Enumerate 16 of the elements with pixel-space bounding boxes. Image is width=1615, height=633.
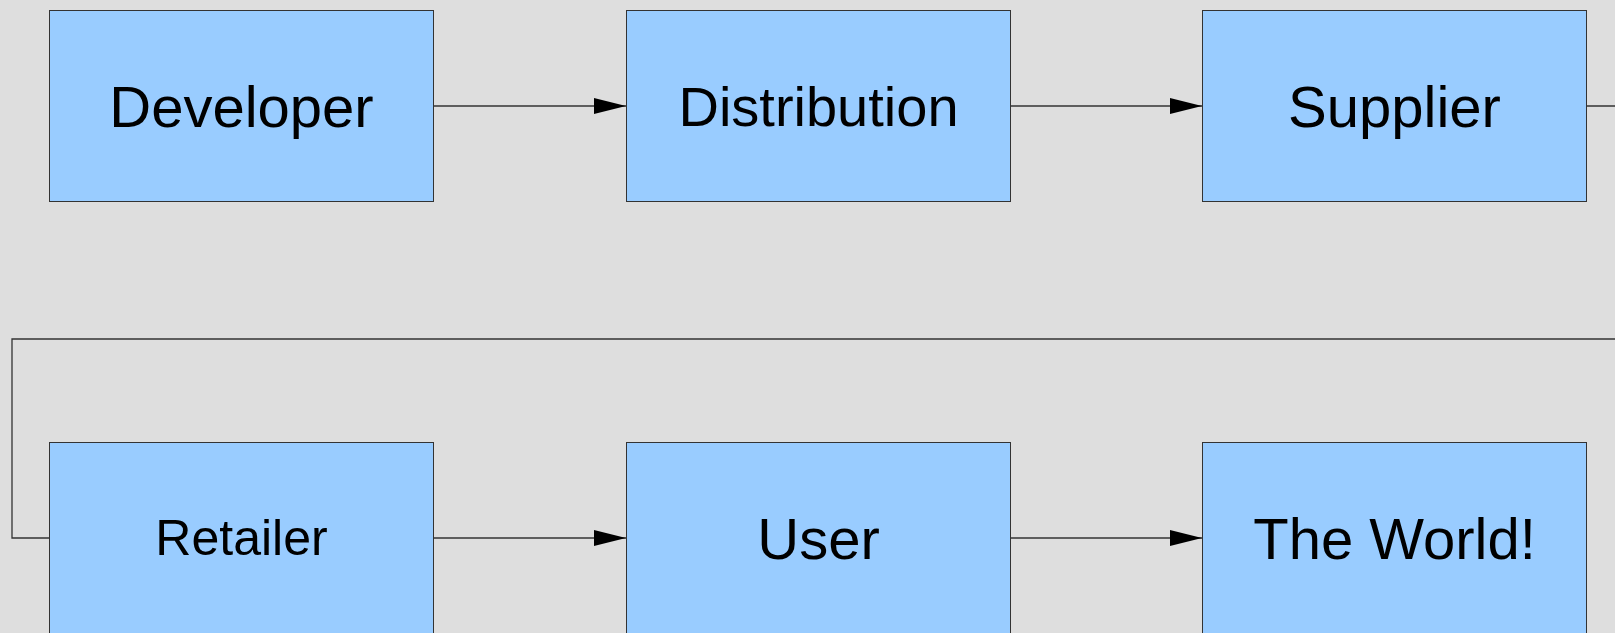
process-box — [1202, 10, 1587, 202]
arrow — [1010, 98, 1203, 114]
process-box — [626, 442, 1011, 633]
process-box — [49, 442, 434, 633]
process-box — [626, 10, 1011, 202]
arrow — [433, 98, 627, 114]
node-label: Retailer — [155, 509, 328, 567]
node-label: Distribution — [678, 73, 959, 139]
node-label: Supplier — [1288, 72, 1501, 140]
node-label: User — [757, 504, 880, 572]
arrow — [1010, 530, 1203, 546]
process-box — [49, 10, 434, 202]
process-box — [1202, 442, 1587, 633]
node-label: Developer — [109, 72, 374, 140]
arrow — [433, 530, 627, 546]
node-label: The World! — [1253, 504, 1536, 572]
